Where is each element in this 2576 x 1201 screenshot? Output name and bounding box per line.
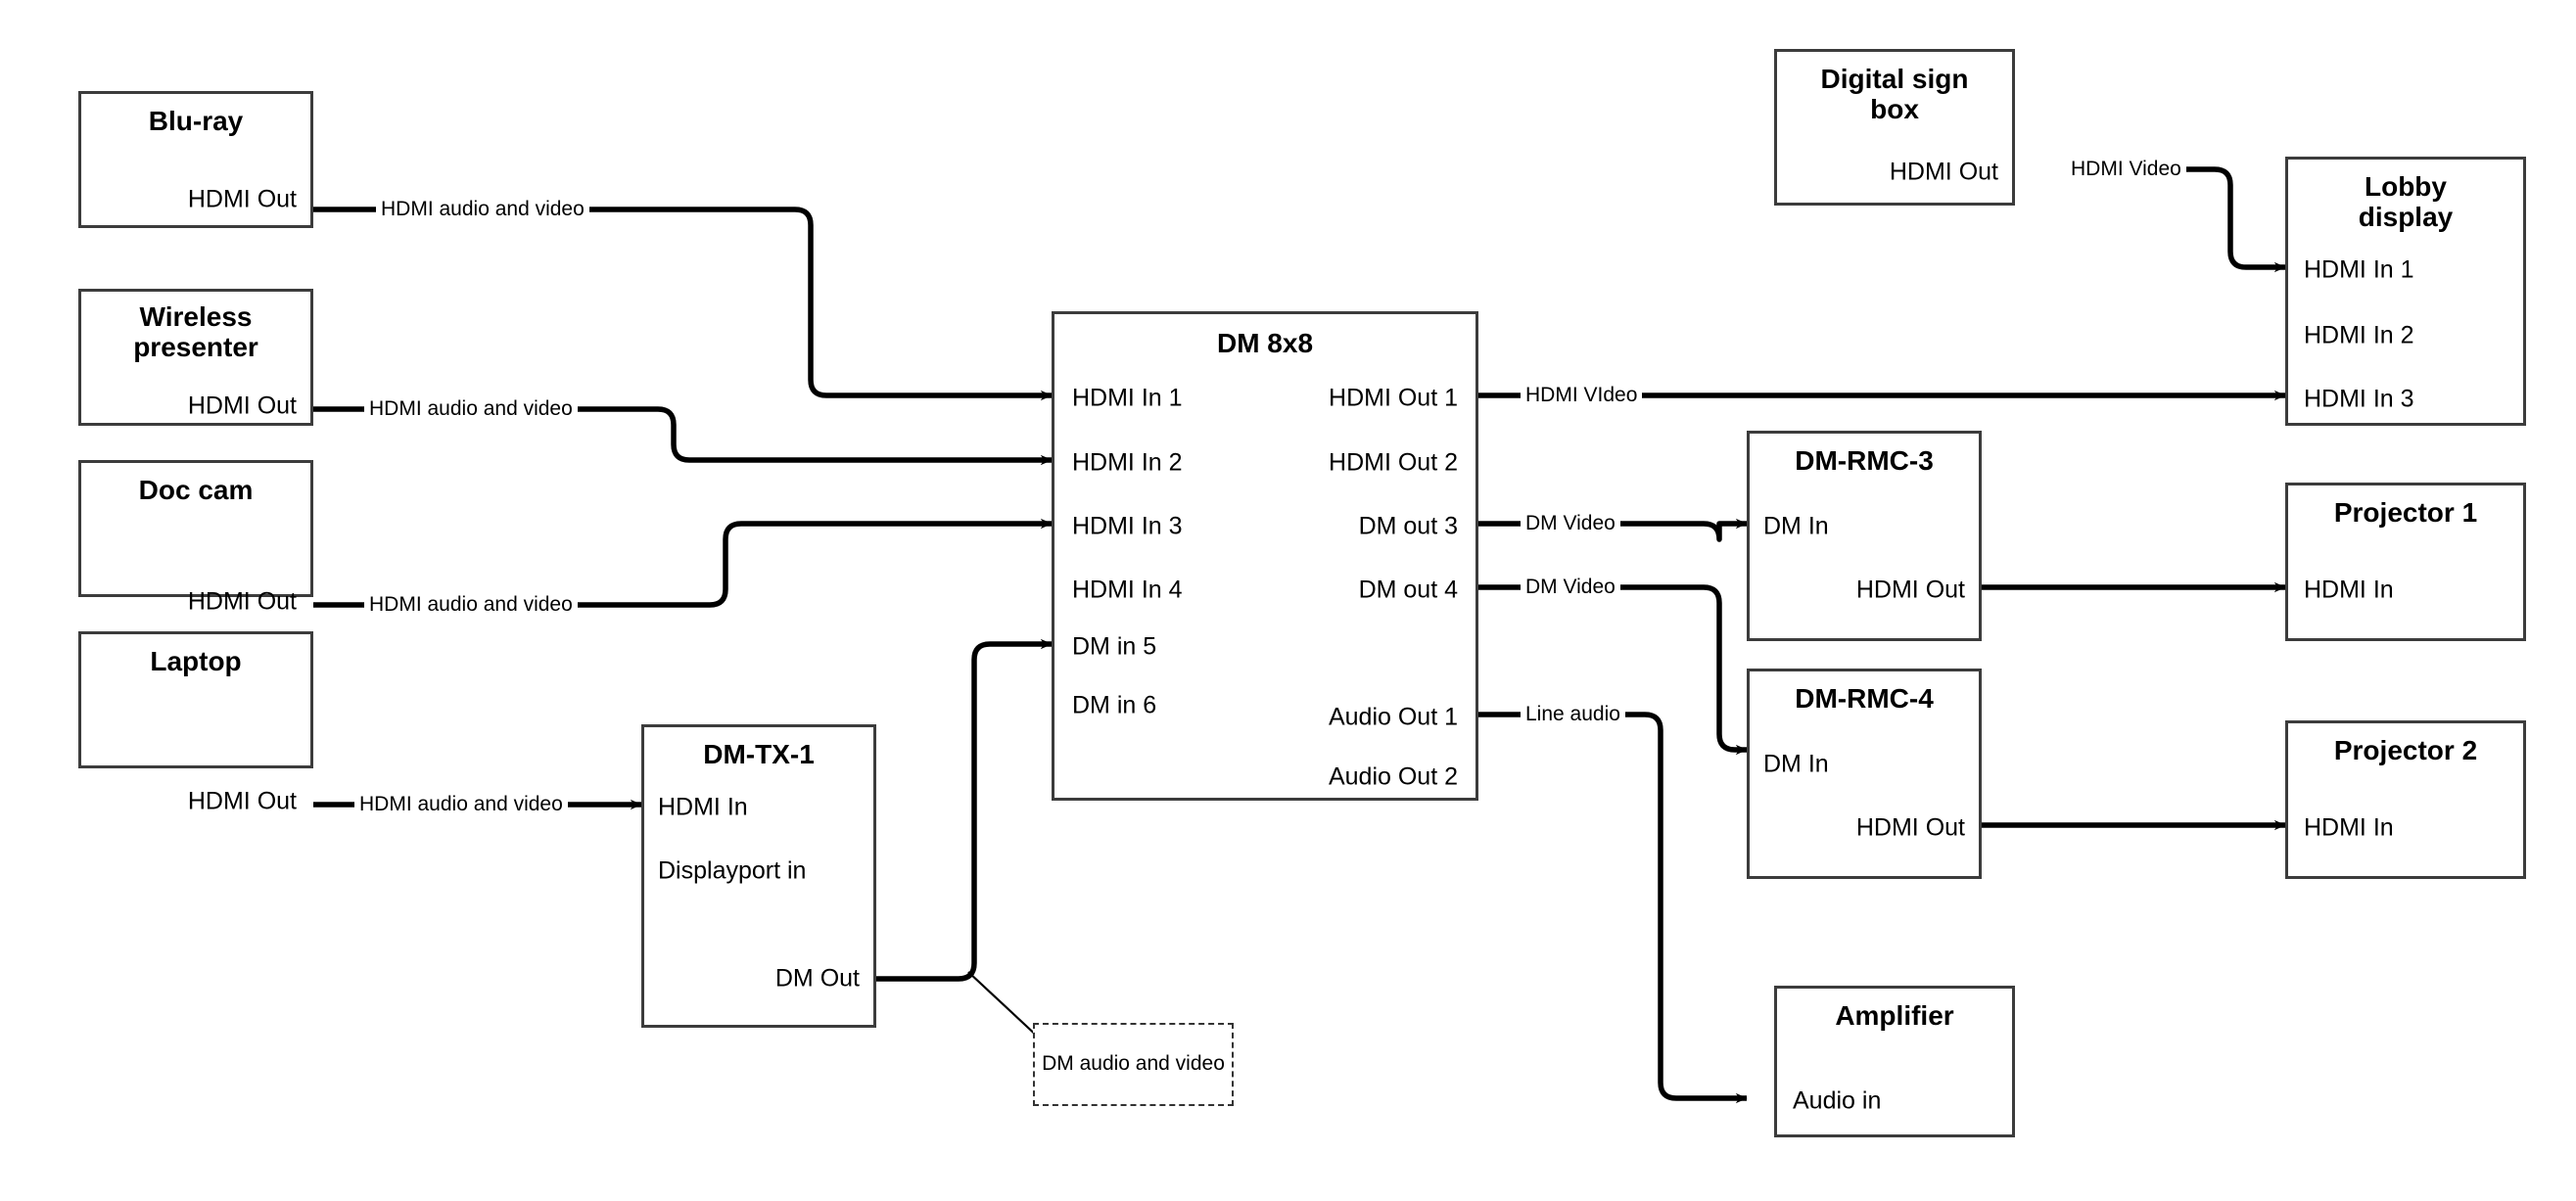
port-hdmi-in: HDMI In: [2304, 576, 2394, 604]
wire-dmtx1-to-dm8x8-in5: [876, 638, 1053, 982]
node-projector-2[interactable]: Projector 2 HDMI In: [2285, 720, 2526, 879]
port-displayport-in: Displayport in: [658, 856, 807, 885]
port-hdmi-out: HDMI Out: [187, 392, 297, 420]
wire-dm8x8-audio1-to-amplifier: [1478, 712, 1748, 1104]
callout-dm-audio-and-video: DM audio and video: [1033, 1023, 1234, 1106]
node-dm-tx-1[interactable]: DM-TX-1 HDMI In Displayport in DM Out: [641, 724, 876, 1028]
edge-label-dm-video-out3: DM Video: [1521, 512, 1620, 535]
wire-signbox-to-lobby-in1: [2181, 166, 2286, 273]
wire-bluray-to-dm8x8-in1: [313, 207, 1053, 401]
node-title: DM-RMC-3: [1795, 445, 1934, 476]
node-title: DM-RMC-4: [1795, 683, 1934, 714]
port-hdmi-in-3: HDMI In 3: [2304, 385, 2414, 413]
port-hdmi-out: HDMI Out: [1855, 576, 1965, 604]
edge-label-laptop: HDMI audio and video: [354, 793, 568, 816]
node-title: Doc cam: [138, 475, 254, 505]
edge-label-hdmi-video-out1: HDMI VIdeo: [1521, 384, 1643, 407]
port-dm-in-5: DM in 5: [1072, 632, 1157, 661]
port-dm-in-6: DM in 6: [1072, 691, 1157, 719]
node-amplifier[interactable]: Amplifier Audio in: [1774, 986, 2015, 1137]
port-hdmi-in-3: HDMI In 3: [1072, 512, 1183, 540]
node-title: DM 8x8: [1216, 328, 1314, 358]
node-wireless-presenter[interactable]: Wireless presenter HDMI Out: [78, 289, 313, 426]
callout-leader-line: [967, 971, 1042, 1040]
port-hdmi-in: HDMI In: [658, 793, 748, 821]
node-title: Blu-ray: [148, 106, 244, 136]
node-dm-8x8[interactable]: DM 8x8 HDMI In 1 HDMI In 2 HDMI In 3 HDM…: [1052, 311, 1478, 801]
node-title: Projector 1: [2333, 497, 2478, 528]
node-title: Digital sign box: [1820, 64, 1969, 125]
node-laptop[interactable]: Laptop HDMI Out: [78, 631, 313, 815]
port-audio-in: Audio in: [1793, 1086, 1882, 1115]
edge-label-doccam: HDMI audio and video: [364, 593, 578, 617]
node-lobby-display[interactable]: Lobby display HDMI In 1 HDMI In 2 HDMI I…: [2285, 157, 2526, 426]
port-hdmi-in-1: HDMI In 1: [2304, 255, 2414, 284]
node-title: Amplifier: [1835, 1000, 1954, 1031]
port-hdmi-out: HDMI Out: [187, 185, 297, 213]
port-hdmi-out-1: HDMI Out 1: [1329, 384, 1458, 412]
node-dm-rmc-4[interactable]: DM-RMC-4 DM In HDMI Out: [1747, 669, 1982, 879]
node-bluray[interactable]: Blu-ray HDMI Out: [78, 91, 313, 228]
port-dm-out: DM Out: [774, 964, 860, 993]
port-dm-in: DM In: [1763, 750, 1829, 778]
port-dm-out-4: DM out 4: [1358, 576, 1458, 604]
node-title: Projector 2: [2333, 735, 2478, 765]
edge-label-bluray: HDMI audio and video: [376, 198, 589, 221]
node-doc-cam[interactable]: Doc cam HDMI Out: [78, 460, 313, 616]
node-digital-sign-box[interactable]: Digital sign box HDMI Out: [1774, 49, 2015, 206]
edge-label-signbox: HDMI Video: [2066, 158, 2186, 181]
port-hdmi-out: HDMI Out: [1889, 158, 1998, 186]
node-dm-rmc-3[interactable]: DM-RMC-3 DM In HDMI Out: [1747, 431, 1982, 641]
port-audio-out-2: Audio Out 2: [1328, 762, 1458, 791]
port-hdmi-out: HDMI Out: [1855, 813, 1965, 842]
node-projector-1[interactable]: Projector 1 HDMI In: [2285, 483, 2526, 641]
port-dm-out-3: DM out 3: [1358, 512, 1458, 540]
node-title: Lobby display: [2358, 171, 2454, 233]
port-audio-out-1: Audio Out 1: [1328, 703, 1458, 731]
port-hdmi-in-2: HDMI In 2: [1072, 448, 1183, 477]
edge-label-wireless: HDMI audio and video: [364, 397, 578, 421]
node-title: Laptop: [150, 646, 242, 676]
port-hdmi-in: HDMI In: [2304, 813, 2394, 842]
port-hdmi-out: HDMI Out: [187, 787, 297, 815]
port-dm-in: DM In: [1763, 512, 1829, 540]
node-title: Wireless presenter: [133, 301, 258, 363]
port-hdmi-in-4: HDMI In 4: [1072, 576, 1183, 604]
port-hdmi-out: HDMI Out: [187, 587, 297, 616]
edge-label-dm-video-out4: DM Video: [1521, 576, 1620, 599]
port-hdmi-in-1: HDMI In 1: [1072, 384, 1183, 412]
node-title: DM-TX-1: [703, 739, 815, 769]
edge-label-line-audio: Line audio: [1521, 703, 1625, 726]
port-hdmi-out-2: HDMI Out 2: [1329, 448, 1458, 477]
port-hdmi-in-2: HDMI In 2: [2304, 321, 2414, 349]
